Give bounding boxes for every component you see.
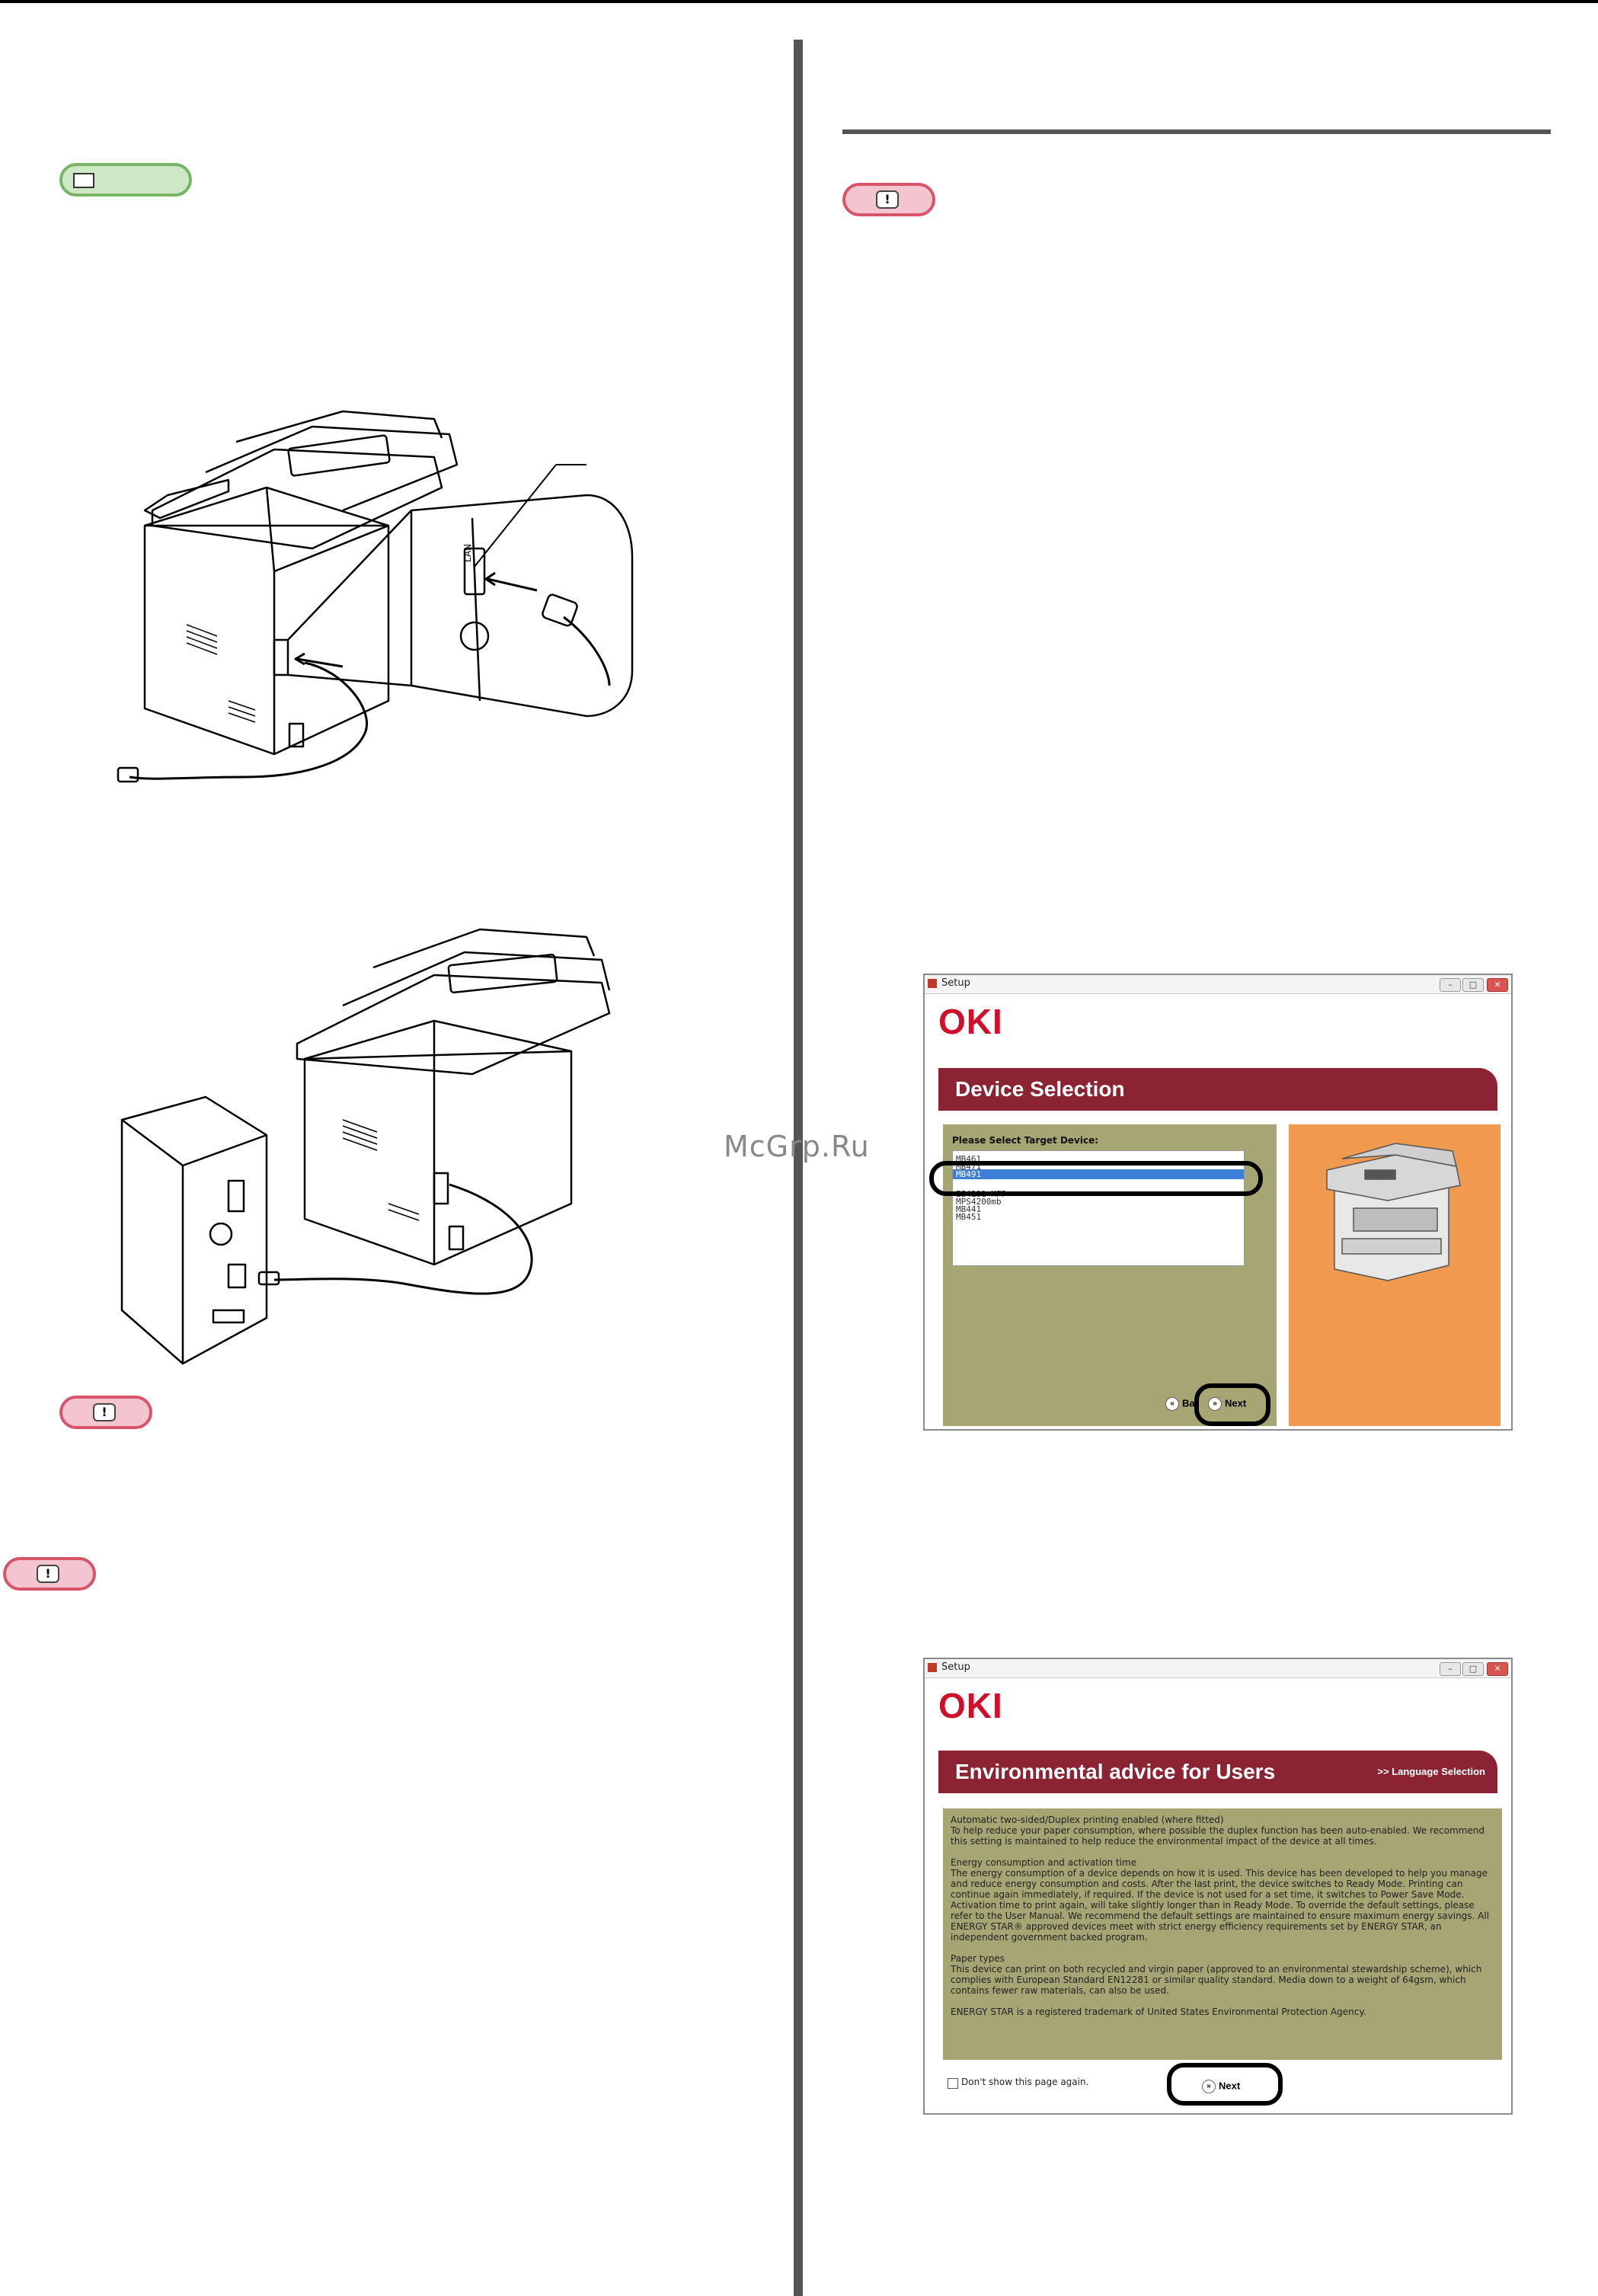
minimize-icon[interactable]: – [1440, 978, 1461, 992]
next-arrow-icon: » [1202, 2080, 1216, 2093]
window-title: Setup [941, 977, 970, 989]
selection-callout [929, 1161, 1263, 1196]
reference-badge [59, 163, 192, 197]
back-button[interactable]: «Ba [1165, 1397, 1195, 1411]
page-banner: Environmental advice for Users >> Langua… [938, 1751, 1497, 1793]
printer-product-image [1326, 1143, 1461, 1281]
oki-logo: OKI [938, 1002, 1003, 1041]
note-badge-left-1: ! [59, 1396, 152, 1429]
note-badge-left-2: ! [3, 1557, 96, 1591]
watermark-text: McGrp.Ru [724, 1130, 870, 1163]
back-arrow-icon: « [1165, 1397, 1179, 1411]
dont-show-label: Don't show this page again. [961, 2077, 1089, 2087]
device-list-item[interactable]: MB451 [956, 1212, 982, 1222]
column-divider [794, 40, 803, 2296]
next-button[interactable]: »Next [1208, 1397, 1246, 1411]
note-badge-right: ! [842, 183, 935, 216]
exclamation-icon: ! [37, 1565, 59, 1583]
app-icon [928, 979, 937, 988]
next-arrow-icon: » [1208, 1397, 1222, 1411]
device-list-item[interactable]: MPS4200mb [956, 1197, 1002, 1207]
advice-paragraph: Automatic two-sided/Duplex printing enab… [951, 1815, 1485, 1847]
window-title: Setup [941, 1661, 970, 1673]
advice-paragraph: Paper types This device can print on bot… [951, 1953, 1482, 1996]
advice-paragraph: ENERGY STAR is a registered trademark of… [951, 2007, 1366, 2017]
section-rule [842, 130, 1551, 134]
page-title: Environmental advice for Users [955, 1760, 1276, 1783]
language-selection-link[interactable]: >> Language Selection [1377, 1766, 1485, 1777]
close-icon[interactable]: ✕ [1487, 978, 1508, 992]
printer-lan-connection-illustration: LAN [114, 396, 640, 807]
page-banner: Device Selection [938, 1068, 1497, 1111]
maximize-icon[interactable]: □ [1462, 978, 1484, 992]
next-callout [1194, 1383, 1270, 1426]
book-icon [73, 173, 94, 188]
setup-window-device-selection: Setup – □ ✕ OKI Device Selection Please … [923, 974, 1513, 1431]
top-rule [0, 0, 1598, 3]
window-titlebar: Setup – □ ✕ [925, 1659, 1511, 1678]
page-title: Device Selection [955, 1077, 1125, 1101]
exclamation-icon: ! [876, 190, 899, 209]
close-icon[interactable]: ✕ [1487, 1662, 1508, 1676]
dont-show-checkbox[interactable] [948, 2078, 958, 2089]
app-icon [928, 1663, 937, 1672]
oki-logo: OKI [938, 1686, 1003, 1725]
setup-window-environmental-advice: Setup – □ ✕ OKI Environmental advice for… [923, 1658, 1513, 2115]
maximize-icon[interactable]: □ [1462, 1662, 1484, 1676]
exclamation-icon: ! [93, 1403, 116, 1421]
next-button[interactable]: »Next [1202, 2080, 1240, 2093]
device-list-item[interactable]: MB491 [953, 1169, 1244, 1179]
device-preview-panel [1289, 1124, 1501, 1426]
next-callout [1167, 2063, 1283, 2106]
advice-paragraph: Energy consumption and activation time T… [951, 1857, 1490, 1943]
device-list-item[interactable]: MB441 [956, 1204, 982, 1214]
lan-port-label: LAN [462, 544, 473, 562]
minimize-icon[interactable]: – [1440, 1662, 1461, 1676]
printer-pc-connection-illustration [114, 914, 640, 1371]
device-prompt: Please Select Target Device: [952, 1135, 1099, 1146]
window-titlebar: Setup – □ ✕ [925, 975, 1511, 994]
advice-text: Automatic two-sided/Duplex printing enab… [951, 1815, 1493, 2028]
advice-panel: Automatic two-sided/Duplex printing enab… [943, 1808, 1502, 2060]
